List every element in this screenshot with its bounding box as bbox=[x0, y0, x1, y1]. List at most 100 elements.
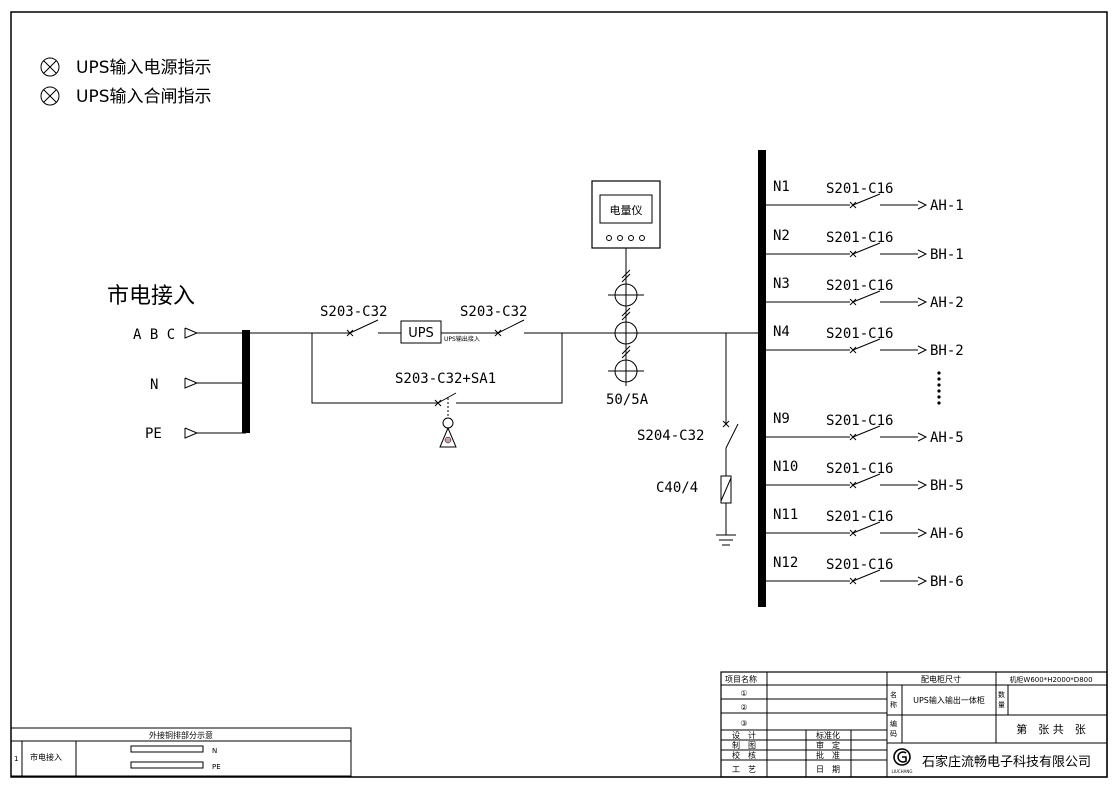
busbar-legend-title: 外接铜排部分示意 bbox=[149, 730, 213, 740]
ground-icon bbox=[716, 534, 736, 546]
ups-box bbox=[400, 320, 442, 344]
tb-circle-1: ① bbox=[740, 689, 747, 698]
busbar-n-label: N bbox=[212, 747, 217, 755]
indicator-close-label: UPS输入合闸指示 bbox=[76, 87, 212, 107]
mains-title: 市电接入 bbox=[107, 284, 195, 309]
surge-branch: S204-C32 C40/4 bbox=[637, 333, 739, 546]
tb-qty-label-2: 量 bbox=[998, 701, 1005, 709]
tb-circle-2: ② bbox=[740, 703, 747, 712]
breaker-switch-icon bbox=[849, 425, 881, 441]
feeder-load-label: BH-5 bbox=[930, 478, 964, 494]
breaker-switch-icon bbox=[849, 569, 881, 585]
bypass-switch-icon bbox=[434, 392, 457, 448]
tb-design: 设 计 bbox=[732, 730, 756, 740]
ups-label: UPS bbox=[408, 326, 434, 341]
feeder-breaker-label: S201-C16 bbox=[826, 557, 893, 573]
busbar-legend-table: 外接铜排部分示意 1 市电接入 N PE bbox=[10, 727, 352, 777]
tb-name-label-2: 称 bbox=[890, 700, 897, 709]
feeder-breaker-label: S201-C16 bbox=[826, 413, 893, 429]
ct-ratio-label: 50/5A bbox=[606, 392, 649, 408]
tb-process: 工 艺 bbox=[732, 765, 756, 774]
feeder-load-label: BH-1 bbox=[930, 247, 964, 263]
tb-review: 审 定 bbox=[816, 740, 840, 750]
surge-breaker-switch-icon bbox=[725, 423, 739, 449]
feeder-circuit-no: N9 bbox=[773, 411, 790, 427]
tb-name: UPS输入输出一体柜 bbox=[913, 695, 985, 705]
outlet-arrow-icon bbox=[917, 528, 928, 538]
feeder-circuit-no: N4 bbox=[773, 324, 790, 340]
current-transformer-icon bbox=[608, 345, 644, 383]
feeder-circuit-no: N2 bbox=[773, 228, 790, 244]
feeder-load-label: AH-1 bbox=[930, 198, 964, 214]
feeder-circuit-no: N10 bbox=[773, 459, 798, 475]
outlet-arrow-icon bbox=[917, 249, 928, 259]
outlet-arrow-icon bbox=[917, 480, 928, 490]
tb-circle-3: ③ bbox=[740, 719, 747, 728]
tb-sheet: 第 张 共 张 bbox=[1016, 722, 1086, 736]
tb-date: 日 期 bbox=[816, 765, 840, 774]
mains-earth-label: PE bbox=[145, 426, 162, 442]
breaker-switch-icon bbox=[849, 473, 881, 489]
busbar-n-bar bbox=[130, 745, 204, 753]
tb-qty-label-1: 数 bbox=[998, 690, 1005, 699]
feeder-breaker-label: S201-C16 bbox=[826, 230, 893, 246]
current-transformer-icon bbox=[614, 307, 638, 345]
surge-arrester-label: C40/4 bbox=[656, 480, 698, 496]
feeder-load-label: AH-2 bbox=[930, 295, 964, 311]
breaker-switch-icon bbox=[492, 319, 760, 337]
outlet-arrow-icon bbox=[917, 345, 928, 355]
terminal-arrow-icon bbox=[184, 327, 246, 339]
company-logo-icon: LIUCHANG bbox=[892, 748, 913, 774]
input-branch: S203-C32 UPS UPS输出接入 S203-C32 S203-C32+S… bbox=[246, 304, 760, 448]
outlet-arrow-icon bbox=[917, 576, 928, 586]
indicator-lamp-icon bbox=[40, 57, 60, 77]
feeder-circuit-no: N1 bbox=[773, 179, 790, 195]
meter-label: 电量仪 bbox=[610, 204, 643, 217]
feeder-breaker-label: S201-C16 bbox=[826, 509, 893, 525]
mains-input: 市电接入 A B C N PE bbox=[107, 284, 250, 442]
ups-out-note: UPS输出接入 bbox=[444, 335, 480, 343]
terminal-arrow-icon bbox=[184, 377, 246, 389]
busbar-pe-label: PE bbox=[212, 763, 221, 771]
feeder-load-label: BH-2 bbox=[930, 343, 964, 359]
feeder-load-label: BH-6 bbox=[930, 574, 964, 590]
meter-display bbox=[599, 194, 653, 224]
tb-cabinet-size: 机柜W600*H2000*D800 bbox=[1009, 675, 1092, 684]
current-transformer-icon bbox=[608, 269, 644, 307]
feeder-breaker-label: S201-C16 bbox=[826, 326, 893, 342]
tb-name-label-1: 名 bbox=[890, 690, 897, 699]
sheet-border bbox=[10, 11, 1108, 778]
feeder-breaker-label: S201-C16 bbox=[826, 278, 893, 294]
tb-cabinet-size-label: 配电柜尺寸 bbox=[921, 674, 961, 684]
feeder-breaker-label: S201-C16 bbox=[826, 181, 893, 197]
breaker-in-label: S203-C32 bbox=[320, 304, 387, 320]
tb-draw: 制 图 bbox=[732, 740, 756, 750]
breaker-switch-icon bbox=[849, 290, 881, 306]
feeder-load-label: AH-6 bbox=[930, 526, 964, 542]
mains-phases-label: A B C bbox=[133, 327, 175, 343]
breaker-switch-icon bbox=[849, 338, 881, 354]
indicator-lamp-icon bbox=[40, 86, 60, 106]
busbar-legend-row-label: 市电接入 bbox=[30, 752, 62, 762]
feeder-circuit-no: N11 bbox=[773, 507, 798, 523]
terminal-arrow-icon bbox=[184, 427, 246, 439]
breaker-switch-icon bbox=[849, 193, 881, 209]
feeder-circuit-no: N12 bbox=[773, 555, 798, 571]
tb-code-label-1: 编 bbox=[890, 719, 897, 728]
company-logo-text: LIUCHANG bbox=[892, 769, 913, 774]
busbar-legend-row-no: 1 bbox=[14, 755, 18, 763]
meter-button-icon bbox=[628, 235, 634, 241]
indicator-power-label: UPS输入电源指示 bbox=[76, 58, 212, 78]
tb-company: 石家庄流畅电子科技有限公司 bbox=[922, 754, 1091, 770]
tb-check: 校 核 bbox=[732, 750, 756, 760]
feeder-load-label: AH-5 bbox=[930, 430, 964, 446]
outlet-arrow-icon bbox=[917, 200, 928, 210]
